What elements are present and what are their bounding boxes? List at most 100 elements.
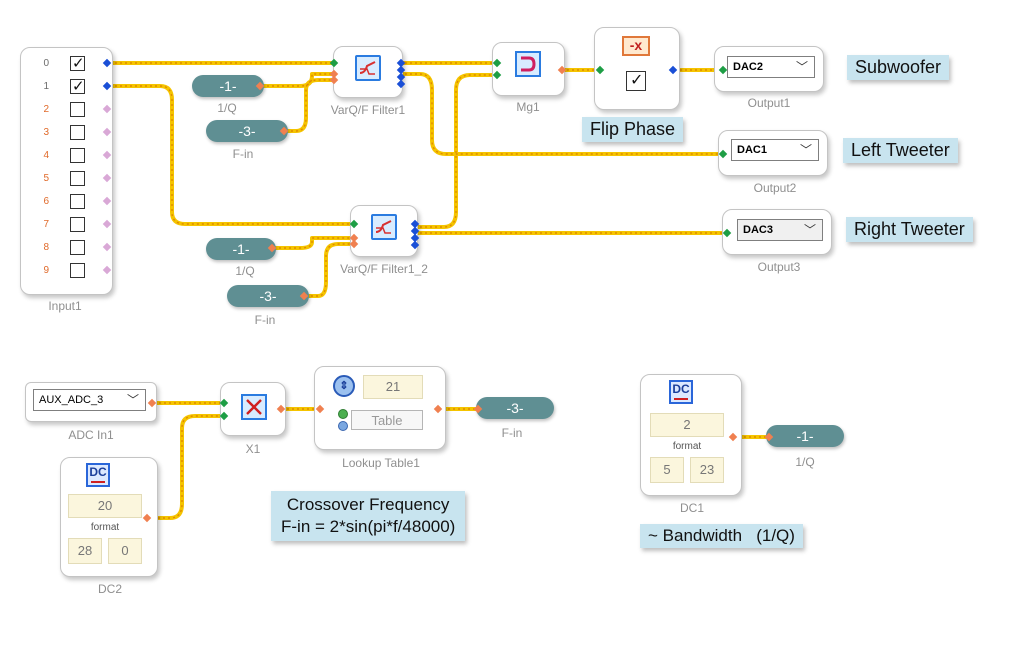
output3-dac-select[interactable]: DAC3﹀ [737,219,823,241]
q1-pill[interactable]: -1- [192,75,264,97]
dc-icon-text: DC [672,382,690,396]
dc-icon: DC [669,380,693,404]
dc1-format-b[interactable]: 23 [690,457,724,483]
dac-value: DAC3 [743,224,773,236]
dc1-block[interactable]: DC 2 format 5 23 [640,374,742,496]
output2-dac-select[interactable]: DAC1 ﹀ [731,139,819,161]
check-icon: ✓ [72,78,85,95]
flip-phase-title: Flip Phase [582,117,684,142]
check-icon: ✓ [72,55,85,72]
chevron-down-icon: ﹀ [799,143,812,157]
block-label: Output3 [757,260,801,274]
channel-checkbox-9[interactable] [70,263,85,278]
block-label: DC2 [97,582,122,596]
adc-in1-block[interactable]: AUX_ADC_3 ﹀ [25,382,157,422]
bandwidth-annotation: ~ Bandwidth (1/Q) [640,524,803,548]
output2-block[interactable]: DAC1 ﹀ [718,130,828,176]
dc2-format-a[interactable]: 28 [68,538,102,564]
channel-index: 9 [43,265,49,276]
block-label: DC1 [679,501,704,515]
f-out-pill[interactable]: -3- [476,397,554,419]
block-label: Output1 [747,96,791,110]
block-label: VarQ/F Filter1_2 [340,262,428,276]
channel-index: 5 [43,173,49,184]
adc-value: AUX_ADC_3 [39,394,104,406]
pill-label: 1/Q [235,264,255,278]
f1-pill[interactable]: -3- [206,120,288,142]
format-label: format [672,441,702,452]
crossover-annotation: Crossover Frequency F-in = 2*sin(pi*f/48… [271,491,466,541]
channel-checkbox-2[interactable] [70,102,85,117]
right-tweeter-annotation: Right Tweeter [846,217,973,242]
left-tweeter-annotation: Left Tweeter [843,138,958,163]
block-label: Output2 [753,181,797,195]
chevron-down-icon: ﹀ [795,60,808,74]
filter-icon [371,214,397,240]
x1-block[interactable] [220,382,286,436]
pill-label: 1/Q [217,101,237,115]
f2-pill[interactable]: -3- [227,285,309,307]
flip-phase-block[interactable]: -x ✓ [594,27,680,110]
channel-checkbox-3[interactable] [70,125,85,140]
wire-f1-filter1 [286,78,335,133]
dac-value: DAC1 [737,144,767,156]
filter2-block[interactable] [350,205,418,257]
invert-icon: -x [622,36,650,56]
output1-dac-select[interactable]: DAC2 ﹀ [727,56,815,78]
dc1-value[interactable]: 2 [650,413,724,437]
dc1-format-a[interactable]: 5 [650,457,684,483]
dc2-value[interactable]: 20 [68,494,142,518]
lookup-value[interactable]: 21 [363,375,423,399]
output3-block[interactable]: DAC3﹀ [722,209,832,255]
radio-b[interactable] [338,421,348,431]
channel-checkbox-6[interactable] [70,194,85,209]
crossover-line1: Crossover Frequency [286,495,450,514]
channel-index: 1 [43,81,49,92]
flip-phase-checkbox[interactable]: ✓ [626,71,646,91]
channel-checkbox-4[interactable] [70,148,85,163]
wire-filter1-output2 [400,72,723,156]
check-icon: ✓ [630,72,644,89]
channel-checkbox-1[interactable]: ✓ [70,78,85,95]
filter1-block[interactable] [333,46,403,98]
channel-checkbox-0[interactable]: ✓ [70,55,85,72]
block-label: VarQ/F Filter1 [330,103,406,117]
block-label: Input1 [48,299,82,313]
input1-block[interactable]: 0 ✓ 1 ✓ 2 3 4 5 6 7 8 9 [20,47,113,295]
q2-pill[interactable]: -1- [206,238,276,260]
wire-dc2-x1 [148,414,224,520]
channel-index: 6 [43,196,49,207]
chevron-down-icon: ﹀ [126,393,139,407]
channel-checkbox-5[interactable] [70,171,85,186]
pill-label: F-in [232,147,254,161]
block-label: X1 [245,442,261,456]
output1-block[interactable]: DAC2 ﹀ [714,46,824,92]
dc2-block[interactable]: DC 20 format 28 0 [60,457,158,577]
crossover-line2: F-in = 2*sin(pi*f/48000) [281,517,456,536]
dc-icon-text: DC [89,465,107,479]
channel-index: 3 [43,127,49,138]
dc2-format-b[interactable]: 0 [108,538,142,564]
multiply-icon [241,394,267,420]
table-button[interactable]: Table [351,410,423,430]
channel-index: 7 [43,219,49,230]
lookup-icon: ⇕ [333,375,355,397]
lookup-table-block[interactable]: ⇕ 21 Table [314,366,446,450]
dac-value: DAC2 [733,61,763,73]
radio-a[interactable] [338,409,348,419]
pill-label: 1/Q [795,455,815,469]
channel-index: 0 [43,58,49,69]
format-label: format [90,522,120,533]
pill-label: F-in [501,426,523,440]
block-label: ADC In1 [68,428,114,442]
block-label: Lookup Table1 [342,456,420,470]
channel-checkbox-8[interactable] [70,240,85,255]
channel-index: 8 [43,242,49,253]
merge-icon [515,51,541,77]
mg1-block[interactable] [492,42,565,96]
block-label: Mg1 [516,100,540,114]
subwoofer-annotation: Subwoofer [847,55,950,80]
adc-select[interactable]: AUX_ADC_3 ﹀ [33,389,146,411]
q-out-pill[interactable]: -1- [766,425,844,447]
channel-checkbox-7[interactable] [70,217,85,232]
